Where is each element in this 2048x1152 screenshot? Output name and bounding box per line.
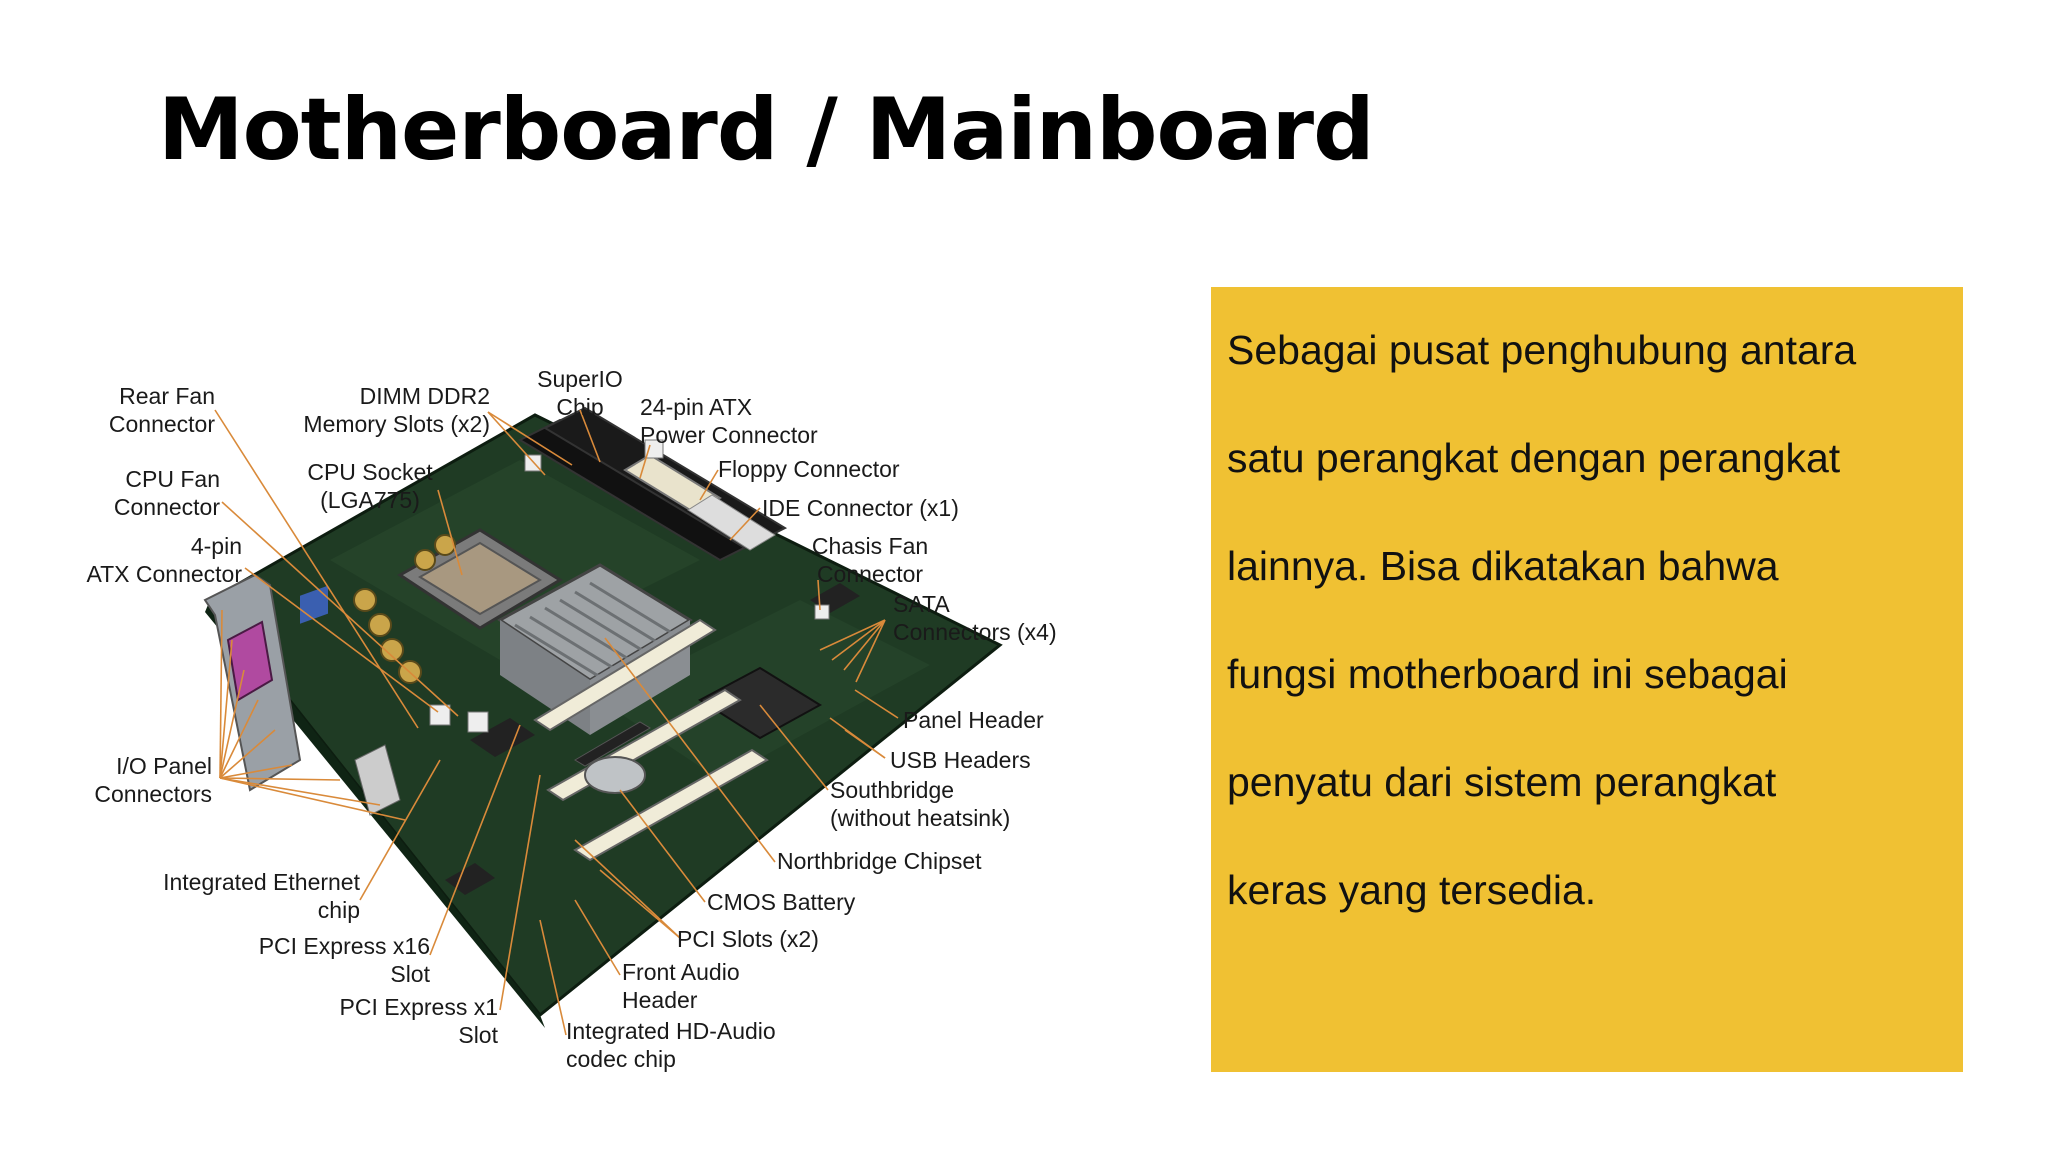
ide-connector-label: IDE Connector (x1) [762,495,959,521]
slide-title: Motherboard / Mainboard [158,80,1375,180]
panel-header-label: Panel Header [903,707,1044,733]
info-line: fungsi motherboard ini sebagai [1227,651,1788,697]
info-line: lainnya. Bisa dikatakan bahwa [1227,543,1779,589]
info-line: keras yang tersedia. [1227,867,1597,913]
info-text: Sebagai pusat penghubung antara satu per… [1227,296,1943,944]
cmos-battery-label: CMOS Battery [707,889,856,915]
pci-slots-label: PCI Slots (x2) [677,926,819,952]
usb-headers-label: USB Headers [890,747,1031,773]
motherboard-illustration [203,406,1003,1036]
info-box: Sebagai pusat penghubung antara satu per… [1211,287,1963,1072]
floppy-connector-label: Floppy Connector [718,456,900,482]
info-line: Sebagai pusat penghubung antara [1227,327,1857,373]
info-line: satu perangkat dengan perangkat [1227,435,1841,481]
cpu-socket-label: CPU Socket(LGA775) [307,459,433,513]
northbridge-chipset-label: Northbridge Chipset [777,848,982,874]
southbridge-label: Southbridge(without heatsink) [830,777,1011,831]
info-line: penyatu dari sistem perangkat [1227,759,1777,805]
